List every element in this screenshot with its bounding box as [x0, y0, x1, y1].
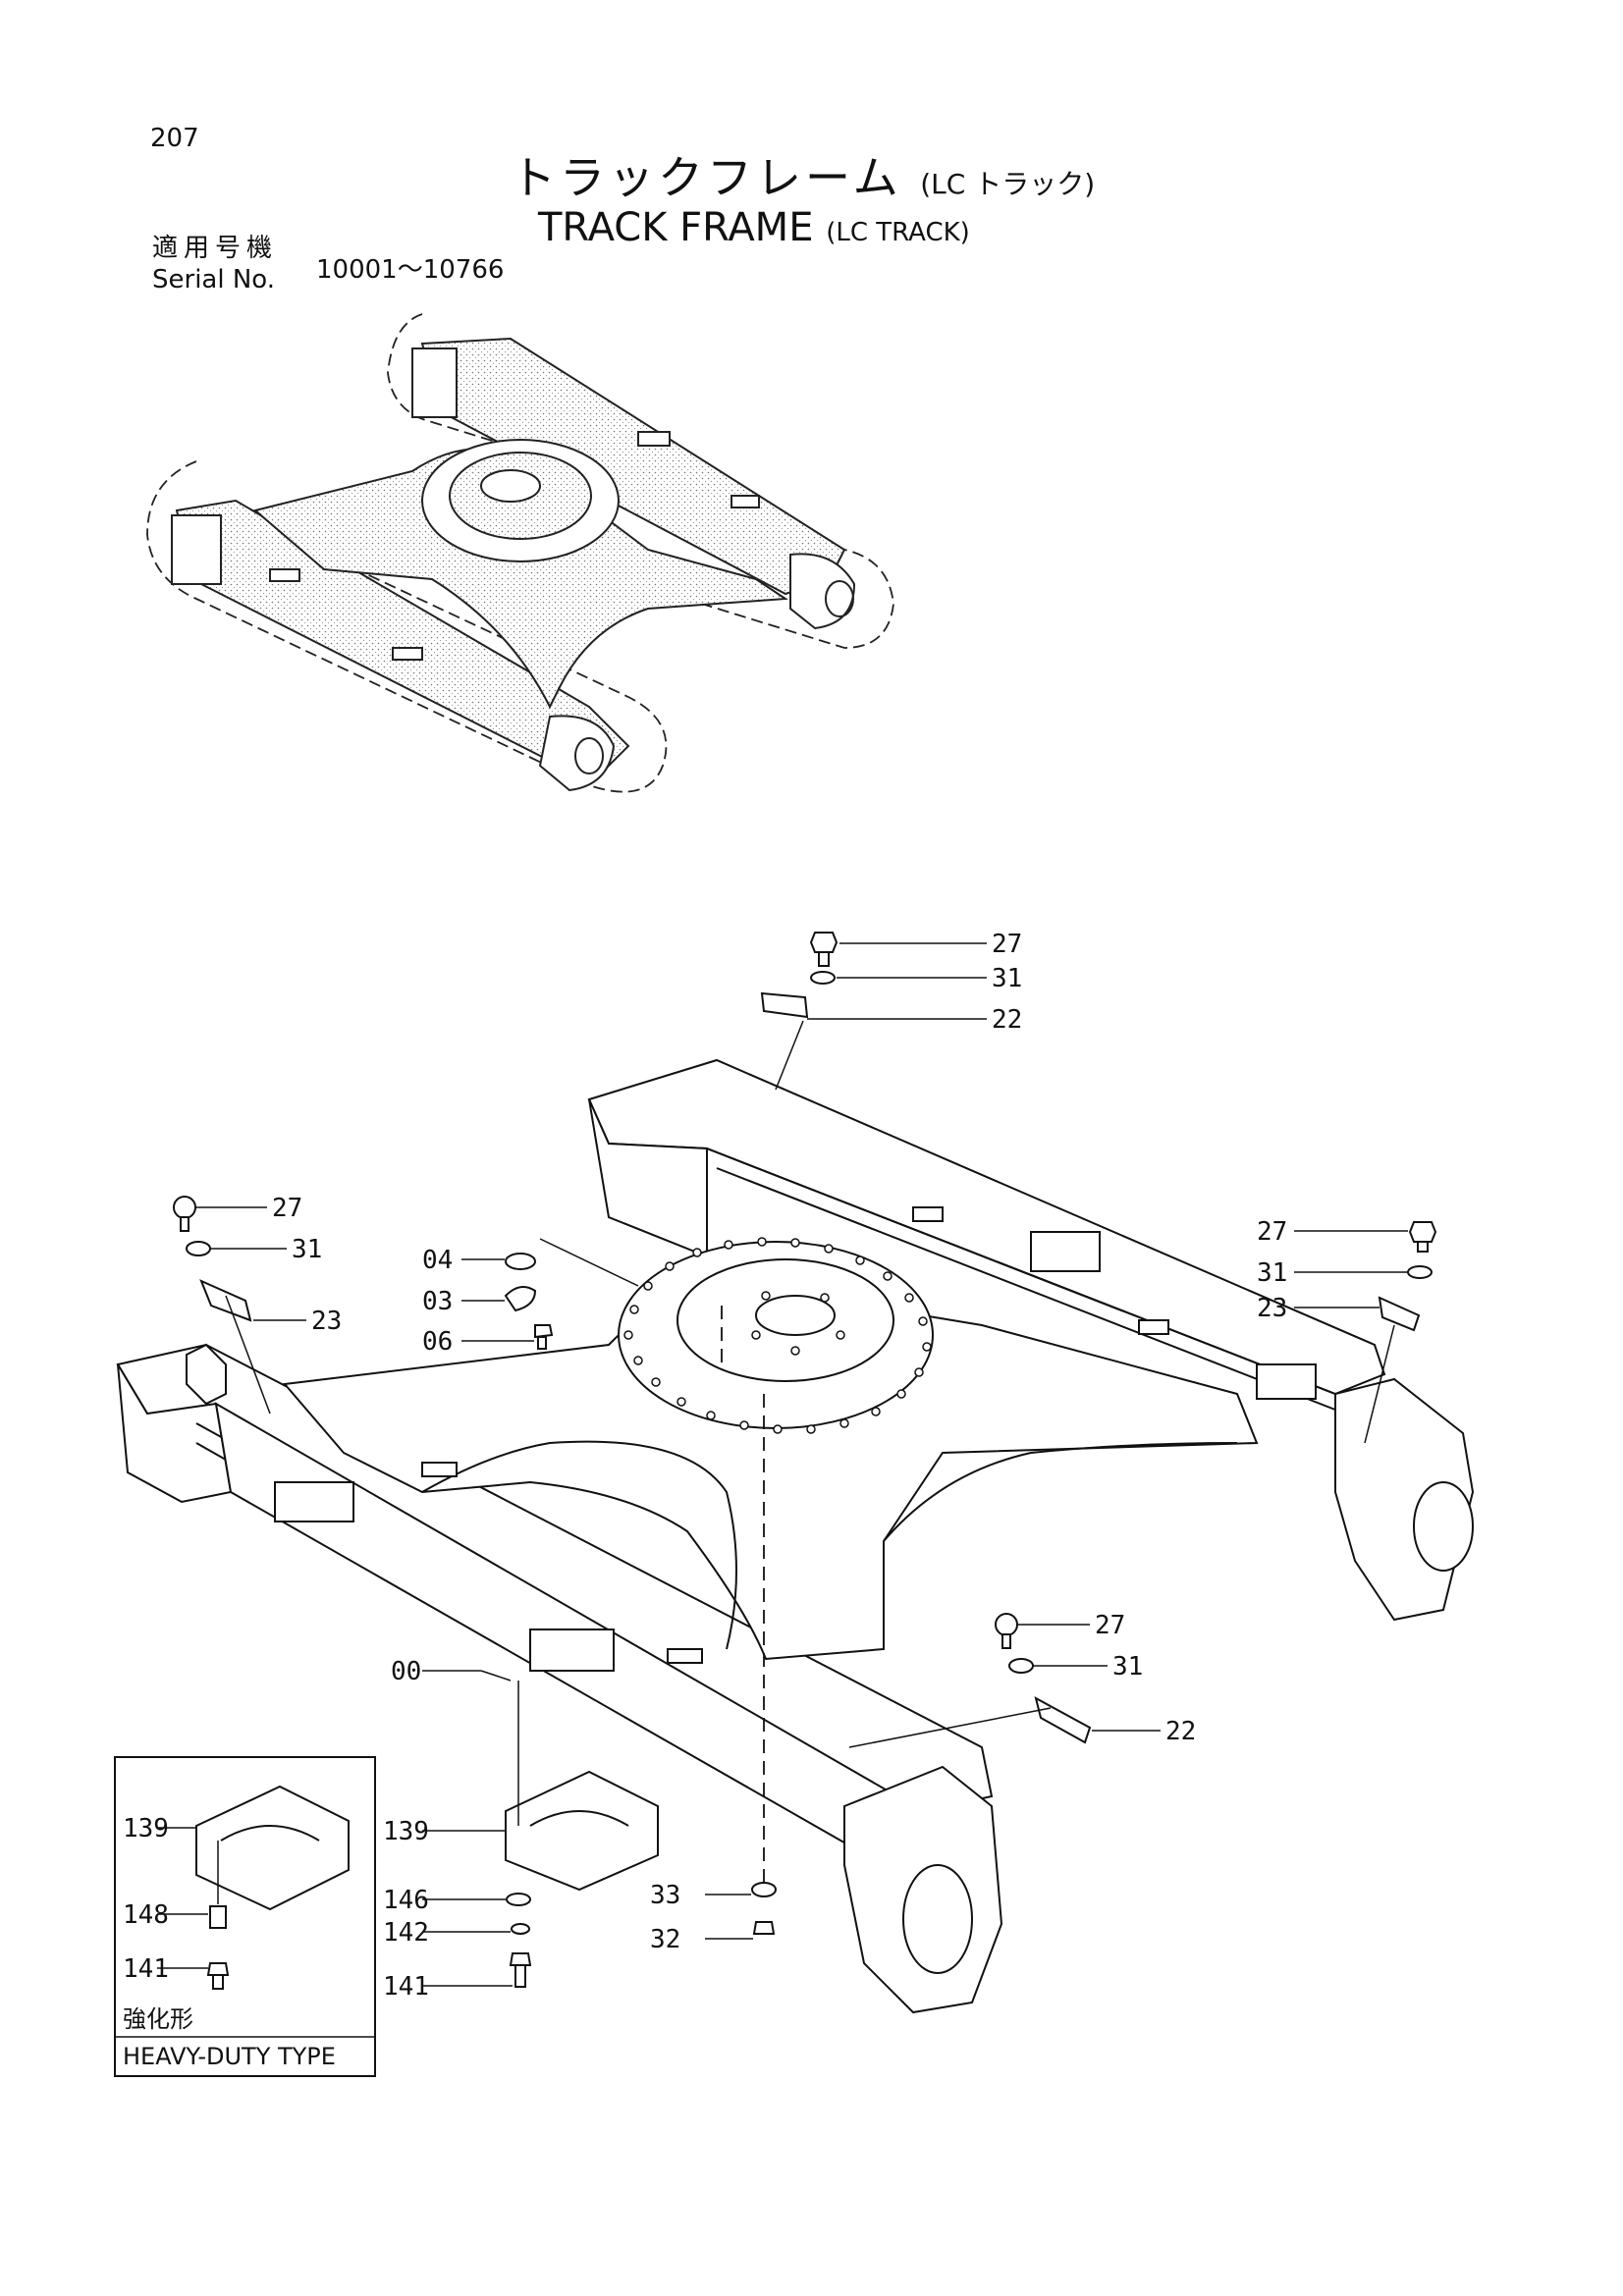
callout-27-right: 27	[1257, 1217, 1287, 1247]
callout-06: 06	[422, 1327, 453, 1357]
title-en-main: TRACK FRAME	[538, 205, 814, 250]
serial-range: 10001～10766	[316, 255, 505, 285]
title-japanese: トラックフレーム (LC トラック)	[511, 155, 1095, 200]
callout-23-right: 23	[1257, 1294, 1287, 1323]
callout-142: 142	[383, 1918, 429, 1948]
callout-labels: 27 31 22 27 31 23 04 03 06 27 31 23 27 3…	[123, 930, 1287, 2002]
callout-33: 33	[650, 1881, 680, 1910]
callout-141-main: 141	[383, 1972, 429, 2002]
callout-27-left: 27	[272, 1194, 302, 1223]
leader-lines	[157, 942, 1408, 1987]
callout-04: 04	[422, 1246, 453, 1275]
inset-caption-en: HEAVY-DUTY TYPE	[123, 2043, 336, 2070]
callout-139-inset: 139	[123, 1814, 169, 1843]
callout-03: 03	[422, 1287, 453, 1316]
callout-31-top: 31	[992, 964, 1022, 993]
title-en-sub: (LC TRACK)	[826, 218, 970, 247]
callout-22-top: 22	[992, 1005, 1022, 1035]
callout-148: 148	[123, 1900, 169, 1930]
page-number: 207	[150, 124, 199, 153]
heavy-duty-inset: 強化形 HEAVY-DUTY TYPE	[114, 1756, 376, 2077]
callout-31-left: 31	[292, 1235, 322, 1264]
callout-139-main: 139	[383, 1817, 429, 1846]
callout-32: 32	[650, 1925, 680, 1954]
overview-track-frame	[146, 313, 894, 793]
title-jp-sub: (LC トラック)	[920, 168, 1096, 200]
callout-22-lower-right: 22	[1165, 1717, 1196, 1746]
serial-label-en: Serial No.	[152, 265, 275, 294]
callout-141-inset: 141	[123, 1954, 169, 1984]
callout-31-lower-right: 31	[1112, 1652, 1143, 1682]
main-track-frame	[116, 1058, 1475, 2014]
serial-label-jp: 適用号機	[152, 234, 279, 263]
turntable-bolt-holes	[623, 1237, 932, 1434]
callout-27-top: 27	[992, 930, 1022, 959]
assembly-guide-lines	[721, 1306, 765, 1885]
callout-146: 146	[383, 1886, 429, 1915]
callout-23-left: 23	[311, 1307, 342, 1336]
inset-caption-jp: 強化形	[123, 2005, 193, 2033]
callout-00: 00	[391, 1657, 421, 1686]
title-english: TRACK FRAME (LC TRACK)	[538, 208, 970, 247]
callout-27-lower-right: 27	[1095, 1611, 1125, 1640]
title-jp-main: トラックフレーム	[511, 151, 902, 204]
small-parts	[173, 932, 1437, 1990]
callout-31-right: 31	[1257, 1258, 1287, 1288]
